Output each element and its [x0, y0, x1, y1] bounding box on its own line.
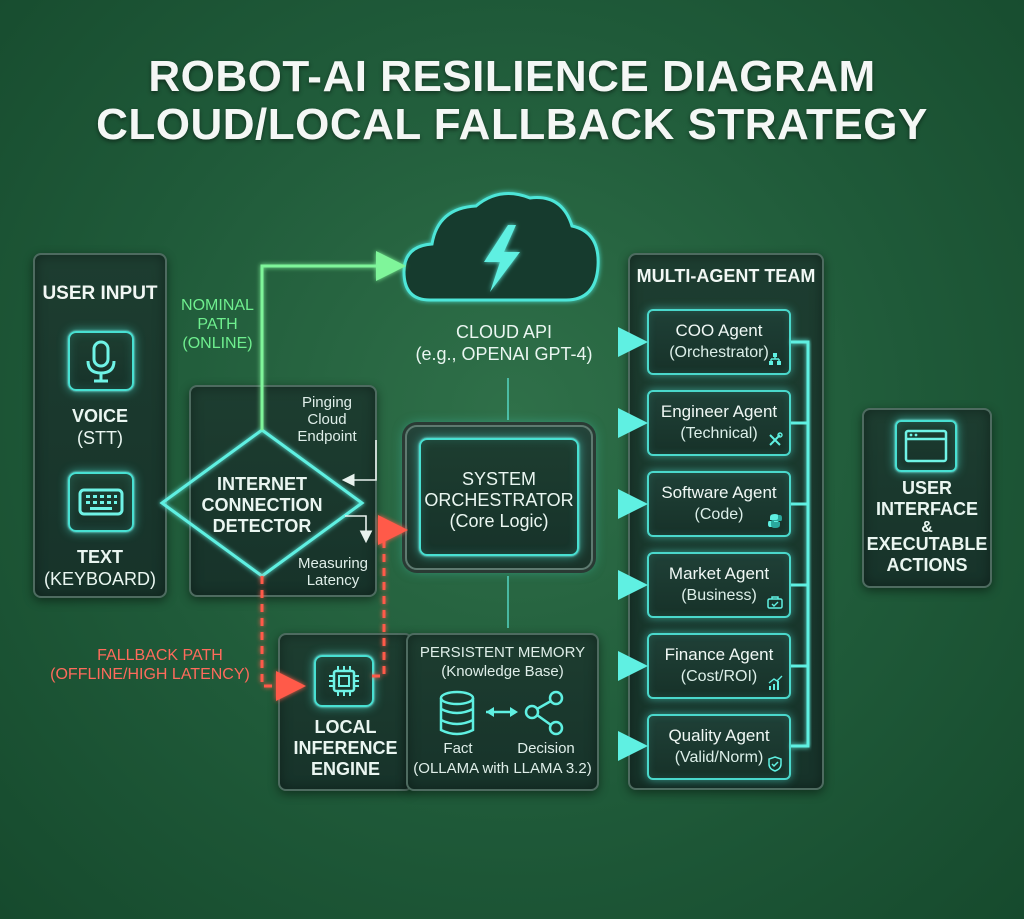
memory-line1: PERSISTENT MEMORY: [419, 644, 586, 661]
cloud-api-label: CLOUD API: [455, 322, 553, 342]
memory-fact: Fact: [443, 740, 473, 757]
microphone-icon: [86, 340, 116, 383]
user-input-header: USER INPUT: [42, 283, 158, 304]
cpu-chip-icon-tile: [314, 655, 374, 707]
growth-chart-icon: [768, 675, 783, 690]
agent-role: (Technical): [680, 425, 758, 442]
agent-name: Quality Agent: [668, 726, 770, 745]
output-line3: &: [921, 519, 933, 536]
cloud-api-sub: (e.g., OPENAI GPT-4): [415, 344, 593, 364]
multi-agent-team-header: MULTI-AGENT TEAM: [636, 266, 816, 286]
tools-icon: [769, 432, 783, 446]
agent-card-software: Software Agent (Code): [647, 471, 791, 537]
latency-line1: Measuring: [297, 555, 369, 572]
diagram-title-line1: ROBOT-AI RESILIENCE DIAGRAM: [148, 52, 876, 101]
diagram-title-line2: CLOUD/LOCAL FALLBACK STRATEGY: [96, 100, 928, 149]
output-line2: INTERFACE: [875, 499, 978, 519]
output-line1: USER: [901, 478, 952, 498]
detector-line1: INTERNET: [217, 474, 307, 494]
python-icon: [768, 514, 782, 528]
nominal-path-line3: (ONLINE): [182, 335, 253, 352]
text-sub: (KEYBOARD): [43, 569, 157, 589]
keyboard-icon-tile: [68, 472, 134, 532]
browser-window-icon-tile: [895, 420, 957, 472]
agent-name: Software Agent: [661, 483, 777, 502]
memory-line2: (Knowledge Base): [441, 663, 564, 680]
ping-line3: Endpoint: [297, 428, 357, 445]
local-engine-line3: ENGINE: [310, 759, 380, 779]
agent-card-quality: Quality Agent (Valid/Norm): [647, 714, 791, 780]
agent-role: (Code): [694, 506, 744, 523]
nominal-path-line2: PATH: [197, 316, 238, 333]
voice-label: VOICE: [71, 406, 128, 426]
agent-role: (Cost/ROI): [680, 668, 758, 685]
agent-name: COO Agent: [675, 321, 763, 340]
voice-sub: (STT): [77, 428, 123, 448]
agent-card-engineer: Engineer Agent (Technical): [647, 390, 791, 456]
detector-line3: DETECTOR: [212, 516, 312, 536]
agent-name: Market Agent: [668, 564, 770, 583]
agent-name: Finance Agent: [664, 645, 774, 664]
local-engine-line1: LOCAL: [314, 717, 377, 737]
browser-window-icon: [904, 429, 948, 463]
orchestrator-line3: (Core Logic): [449, 511, 549, 531]
output-line4: EXECUTABLE: [866, 534, 988, 554]
agent-role: (Business): [681, 587, 757, 604]
cpu-chip-icon: [329, 666, 359, 696]
agent-card-finance: Finance Agent (Cost/ROI): [647, 633, 791, 699]
agent-role: (Orchestrator): [669, 344, 769, 361]
ping-line2: Cloud: [307, 411, 347, 428]
text-label: TEXT: [76, 547, 123, 567]
briefcase-icon: [767, 596, 783, 609]
agent-role: (Valid/Norm): [674, 749, 764, 766]
fallback-path-line2: (OFFLINE/HIGH LATENCY): [50, 666, 250, 683]
latency-line2: Latency: [306, 572, 360, 589]
keyboard-icon: [78, 488, 124, 516]
user-input-panel: [33, 253, 167, 598]
microphone-icon-tile: [68, 331, 134, 391]
agent-name: Engineer Agent: [660, 402, 778, 421]
memory-engine: (OLLAMA with LLAMA 3.2): [413, 760, 592, 777]
ping-line1: Pinging: [301, 394, 353, 411]
orchestrator-line2: ORCHESTRATOR: [424, 490, 574, 510]
orchestrator-line1: SYSTEM: [461, 469, 536, 489]
fallback-path-line1: FALLBACK PATH: [97, 647, 223, 664]
detector-line2: CONNECTION: [201, 495, 323, 515]
output-line5: ACTIONS: [886, 555, 968, 575]
agent-card-market: Market Agent (Business): [647, 552, 791, 618]
shield-check-icon: [768, 756, 782, 772]
org-chart-icon: [769, 353, 781, 365]
agent-card-coo: COO Agent (Orchestrator): [647, 309, 791, 375]
nominal-path-line1: NOMINAL: [181, 297, 254, 314]
local-engine-line2: INFERENCE: [293, 738, 398, 758]
memory-decision: Decision: [517, 740, 575, 757]
